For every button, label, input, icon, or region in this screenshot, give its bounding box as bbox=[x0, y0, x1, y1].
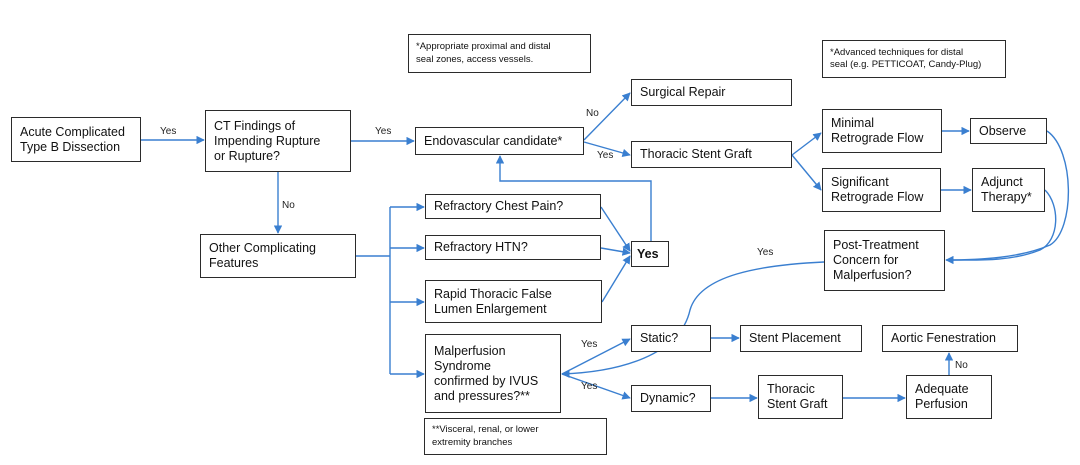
node-thoracic-stent-graft-2: Thoracic Stent Graft bbox=[758, 375, 843, 419]
edge-label-ct-endo: Yes bbox=[375, 126, 392, 137]
arrow-yes-to-endo bbox=[495, 155, 652, 241]
node-surgical-repair: Surgical Repair bbox=[631, 79, 792, 106]
node-dynamic: Dynamic? bbox=[631, 385, 711, 412]
curve-observe-to-post bbox=[945, 130, 1070, 265]
node-observe: Observe bbox=[970, 118, 1047, 144]
node-malperfusion-syndrome: Malperfusion Syndrome confirmed by IVUS … bbox=[425, 334, 561, 413]
edge-label-endo-tsg: Yes bbox=[597, 150, 614, 161]
node-refractory-htn: Refractory HTN? bbox=[425, 235, 601, 260]
node-static: Static? bbox=[631, 325, 711, 352]
edge-label-acute-ct: Yes bbox=[160, 126, 177, 137]
node-adjunct-therapy: Adjunct Therapy* bbox=[972, 168, 1045, 212]
curve-post-to-malperfusion bbox=[561, 261, 825, 378]
arrow-tsg-to-minimal bbox=[791, 132, 822, 156]
node-stent-placement: Stent Placement bbox=[740, 325, 862, 352]
node-significant-retrograde-flow: Significant Retrograde Flow bbox=[822, 168, 941, 212]
node-refractory-chest-pain: Refractory Chest Pain? bbox=[425, 194, 601, 219]
node-post-treatment-concern: Post-Treatment Concern for Malperfusion? bbox=[824, 230, 945, 291]
node-endovascular-candidate: Endovascular candidate* bbox=[415, 127, 584, 155]
node-yes: Yes bbox=[631, 241, 669, 267]
note-endovascular-criteria: *Appropriate proximal and distal seal zo… bbox=[408, 34, 591, 73]
arrow-tsg-to-significant bbox=[791, 154, 822, 191]
arrow-mal-to-static bbox=[561, 338, 631, 375]
node-ct-findings: CT Findings of Impending Rupture or Rupt… bbox=[205, 110, 351, 172]
arrow-chest-to-yes bbox=[600, 206, 631, 252]
curve-adjunct-to-post bbox=[949, 189, 1057, 261]
note-adjunct-techniques: *Advanced techniques for distal seal (e.… bbox=[822, 40, 1006, 78]
note-malperfusion-branches: **Visceral, renal, or lower extremity br… bbox=[424, 418, 607, 455]
node-acute-dissection: Acute Complicated Type B Dissection bbox=[11, 117, 141, 162]
arrow-mal-to-dynamic bbox=[561, 373, 631, 400]
arrow-endo-to-tsg bbox=[583, 141, 631, 157]
node-minimal-retrograde-flow: Minimal Retrograde Flow bbox=[822, 109, 942, 153]
edge-label-mal-dynamic: Yes bbox=[581, 381, 598, 392]
node-aortic-fenestration: Aortic Fenestration bbox=[882, 325, 1018, 352]
node-other-complicating-features: Other Complicating Features bbox=[200, 234, 356, 278]
arrow-rapid-to-yes bbox=[601, 255, 631, 303]
arrow-endo-to-surgical bbox=[583, 92, 631, 141]
edge-label-endo-surgical: No bbox=[586, 108, 599, 119]
edge-label-ct-other: No bbox=[282, 200, 295, 211]
edge-label-post-malperfusion: Yes bbox=[757, 247, 774, 258]
node-thoracic-stent-graft: Thoracic Stent Graft bbox=[631, 141, 792, 168]
edge-label-adequate-fenestration: No bbox=[955, 360, 968, 371]
arrow-htn-to-yes bbox=[600, 247, 631, 256]
node-adequate-perfusion: Adequate Perfusion bbox=[906, 375, 992, 419]
node-rapid-false-lumen: Rapid Thoracic False Lumen Enlargement bbox=[425, 280, 602, 323]
edge-label-mal-static: Yes bbox=[581, 339, 598, 350]
